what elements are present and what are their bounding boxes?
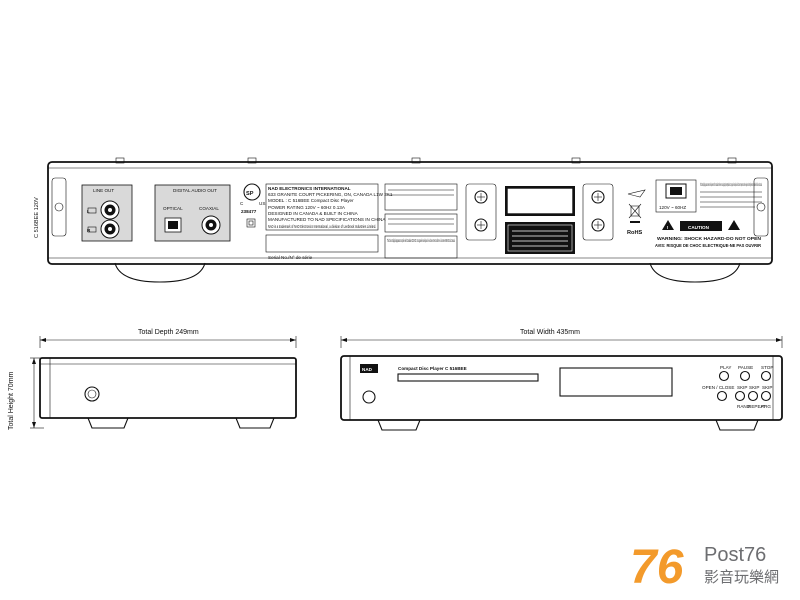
caution-label: ! CAUTION WARNING: SHOCK HAZARD-DO NOT O… (655, 220, 762, 248)
side-foot-rear (235, 417, 275, 429)
disc-tray[interactable] (397, 373, 539, 382)
digital-out-panel: DIGITAL AUDIO OUT OPTICAL COAXIAL (154, 184, 231, 242)
pause-label: PAUSE (738, 365, 753, 370)
top-screw (411, 157, 421, 164)
front-model-text: Compact Disc Player C 516BEE (398, 366, 467, 371)
line-out-left-tag (87, 207, 97, 214)
watermark-chinese: 影音玩樂網 (704, 568, 779, 586)
center-label-top (384, 183, 458, 211)
rear-chassis (47, 161, 773, 265)
caution-warning: WARNING: SHOCK HAZARD-DO NOT OPEN (657, 236, 762, 241)
pause-button[interactable] (739, 370, 751, 382)
center-label-mid (384, 213, 458, 233)
cert-c: C (240, 201, 244, 206)
skip-back-label: SKIP (737, 385, 747, 390)
watermark-brand: Post76 (704, 544, 766, 566)
rating-line6: MANUFACTURED TO NAD SPECIFICATIONS IN CH… (268, 217, 386, 222)
rating-label: NAD ELECTRONICS INTERNATIONAL 633 GRANIT… (265, 183, 393, 231)
play-button[interactable] (718, 370, 730, 382)
nad-logo (360, 364, 378, 373)
serial-box (265, 234, 379, 253)
rear-foot-left (114, 262, 206, 283)
line-out-title: LINE OUT (93, 188, 114, 193)
top-button-row: PLAY PAUSE STOP (718, 365, 773, 382)
top-screw (727, 157, 737, 164)
line-out-right-label: R (87, 228, 91, 233)
cert-us: US (259, 201, 265, 206)
side-knob (84, 386, 100, 402)
side-view: Total Depth 249mm Total Height 70mm (8, 329, 297, 430)
program-button[interactable] (760, 390, 772, 402)
stop-button[interactable] (760, 370, 772, 382)
program-label: PRG (761, 404, 771, 409)
caution-avis: AVIS: RISQUE DE CHOC ELECTRIQUE-NE PAS O… (655, 243, 762, 248)
power-inlet-frame (655, 179, 697, 213)
display-window (559, 367, 673, 397)
top-screw (115, 157, 125, 164)
front-body (340, 355, 783, 421)
open-close-label: OPEN / CLOSE (702, 385, 734, 390)
width-label: Total Width 435mm (520, 329, 580, 336)
eco-logo-icon (627, 189, 646, 198)
rating-line5: DESIGNED IN CANADA & BUILT IN CHINA (268, 211, 359, 216)
top-screw (247, 157, 257, 164)
svg-text:!: ! (667, 225, 669, 230)
random-label: RAND (737, 404, 751, 409)
rating-line1: NAD ELECTRONICS INTERNATIONAL (268, 186, 351, 191)
rohs-mark: RoHS (627, 230, 642, 236)
rear-bracket-left (51, 177, 67, 237)
height-label: Total Height 70mm (8, 371, 15, 430)
rear-foot-right (649, 262, 741, 283)
csa-mark-text: SP (246, 191, 254, 197)
rear-jack-panel-right (582, 183, 614, 241)
skip-forward-button[interactable] (747, 390, 759, 402)
caution-title: CAUTION (688, 225, 710, 230)
skip-back-button[interactable] (734, 390, 746, 402)
watermark-number: 76 (630, 541, 684, 594)
coaxial-label: COAXIAL (199, 206, 219, 211)
power-button[interactable] (362, 390, 376, 404)
rating-power: POWER RATING 120V ~ 60Hz 0.13A (268, 205, 346, 210)
nad-logo-text: NAD (362, 367, 373, 372)
side-foot-front (87, 417, 129, 429)
optical-label: OPTICAL (163, 206, 183, 211)
top-screw (571, 157, 581, 164)
rear-jack-panel-left (465, 183, 497, 241)
serial-label: Serial No./N° de série (268, 255, 313, 260)
side-model-label: C 516BEE 120V (34, 197, 40, 238)
cert-number: 238477 (241, 209, 257, 214)
rating-model: MODEL : C 516BEE Compact Disc Player (268, 198, 354, 203)
bottom-button-row: OPEN / CLOSE SKIP RAND SKIP REPEAT SKIP … (702, 385, 772, 409)
stop-label: STOP (761, 365, 773, 370)
rating-trademark: NAD is a trademark of NAD Electronics In… (268, 224, 376, 229)
voltage-label: 120V ~ 60HZ (659, 205, 686, 210)
post76-watermark: 76 Post76 影音玩樂網 (630, 541, 779, 594)
play-label: PLAY (720, 365, 731, 370)
rear-panel-view: C 516BEE 120V LINE OUT L R DIGITAL AUDIO… (34, 157, 773, 283)
class-b-text: This Class B digital apparatus meets all… (700, 182, 762, 187)
depth-label: Total Depth 249mm (138, 329, 199, 336)
fcc-text: This Class B digital apparatus complies … (387, 238, 455, 243)
front-view: Total Width 435mm NAD Compact Disc Playe… (340, 329, 783, 431)
weee-bin-icon (628, 203, 642, 223)
front-foot-left (377, 419, 421, 431)
repeat-label: REPEAT (748, 404, 766, 409)
csa-cert-mark: SP C US 238477 (240, 183, 265, 228)
skip-program-label: SKIP (762, 385, 772, 390)
line-out-right-tag (87, 226, 97, 233)
side-body (39, 357, 297, 419)
front-foot-right (715, 419, 759, 431)
open-close-button[interactable] (716, 390, 728, 402)
line-out-left-label: L (87, 209, 90, 214)
skip-forward-label: SKIP (749, 385, 759, 390)
rating-line2: 633 GRANITE COURT PICKERING, ON, CANADA … (268, 192, 393, 197)
digital-out-title: DIGITAL AUDIO OUT (173, 188, 217, 193)
warning-label-bottom (505, 222, 575, 254)
fcc-label (384, 235, 458, 259)
